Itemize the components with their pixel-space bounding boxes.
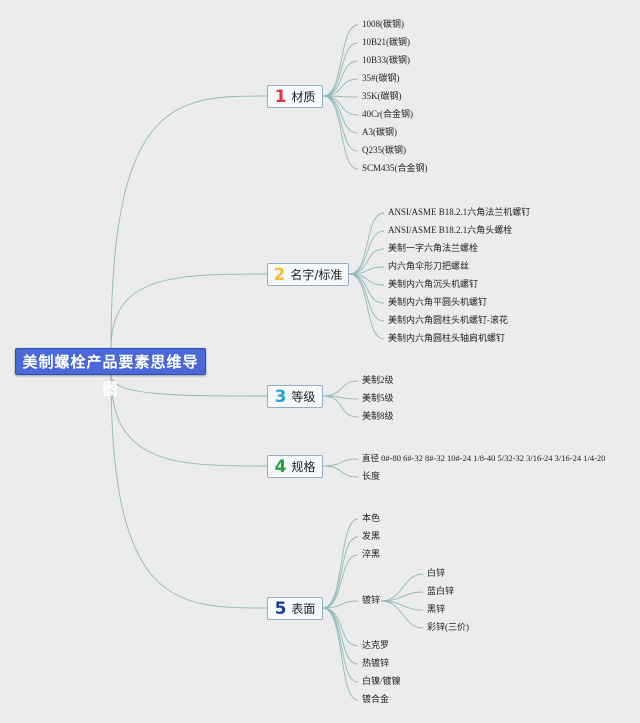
- leaf-material[interactable]: 35K(碳钢): [362, 91, 402, 101]
- branch-material[interactable]: 1 材质: [267, 85, 323, 108]
- leaf-material[interactable]: 35#(碳钢): [362, 73, 400, 83]
- leaf-name-standard[interactable]: 内六角伞形刀把螺丝: [388, 261, 470, 271]
- branch-to-leaf-link: [322, 536, 359, 609]
- leaf-material[interactable]: SCM435(合金钢): [362, 163, 428, 173]
- leaf-grade[interactable]: 美制5级: [362, 393, 394, 403]
- leaf-surface[interactable]: 镀合金: [362, 694, 390, 704]
- branch-grade[interactable]: 3 等级: [267, 385, 323, 408]
- leaf-zinc-type[interactable]: 白锌: [427, 568, 446, 578]
- branch-to-leaf-link: [348, 273, 385, 340]
- leaf-surface[interactable]: 白镍/镀镍: [362, 676, 401, 686]
- branch-number: 1: [274, 86, 287, 107]
- leaf-name-standard[interactable]: 美制内六角平圆头机螺钉: [388, 297, 488, 307]
- root-to-branch-link: [110, 95, 268, 349]
- leaf-to-subleaf-link: [380, 600, 424, 611]
- branch-to-leaf-link: [322, 600, 359, 609]
- leaf-to-subleaf-link: [380, 591, 424, 602]
- branch-surface[interactable]: 5 表面: [267, 597, 323, 620]
- branch-number: 2: [273, 264, 286, 285]
- branch-number: 3: [274, 386, 287, 407]
- leaf-zinc-type[interactable]: 黑锌: [427, 604, 446, 614]
- leaf-zinc-type[interactable]: 彩锌(三价): [427, 622, 469, 632]
- branch-to-leaf-link: [348, 212, 385, 275]
- leaf-zinc-type[interactable]: 蓝白锌: [427, 586, 455, 596]
- leaf-name-standard[interactable]: 美制内六角沉头机螺钉: [388, 279, 479, 289]
- branch-to-leaf-link: [348, 273, 385, 322]
- branch-to-leaf-link: [322, 395, 359, 418]
- branch-to-leaf-link: [322, 95, 359, 170]
- leaf-surface-galvanized[interactable]: 镀锌: [362, 595, 381, 605]
- branch-label: 等级: [291, 390, 316, 404]
- branch-number: 4: [274, 456, 287, 477]
- leaf-name-standard[interactable]: 美制内六角圆柱头轴肩机螺钉: [388, 333, 506, 343]
- branch-to-leaf-link: [322, 465, 359, 478]
- branch-label: 材质: [291, 90, 316, 104]
- leaf-material[interactable]: 1008(碳钢): [362, 19, 404, 29]
- branch-to-leaf-link: [322, 380, 359, 397]
- leaf-specification[interactable]: 直径 0#-80 6#-32 8#-32 10#-24 1/8-40 5/32-…: [362, 453, 606, 463]
- leaf-name-standard[interactable]: 美制内六角圆柱头机螺钉-滚花: [388, 315, 508, 325]
- branch-specification[interactable]: 4 规格: [267, 455, 323, 478]
- branch-to-leaf-link: [322, 607, 359, 701]
- leaf-material[interactable]: 10B33(碳钢): [362, 55, 410, 65]
- leaf-material[interactable]: Q235(碳钢): [362, 145, 406, 155]
- leaf-specification[interactable]: 长度: [362, 471, 381, 481]
- root-to-branch-link: [110, 374, 268, 397]
- branch-to-leaf-link: [322, 607, 359, 665]
- leaf-to-subleaf-link: [380, 600, 424, 629]
- leaf-name-standard[interactable]: ANSI/ASME B18.2.1六角头螺栓: [388, 225, 513, 235]
- branch-name-standard[interactable]: 2 名字/标准: [267, 263, 349, 286]
- branch-to-leaf-link: [322, 458, 359, 467]
- branch-label: 名字/标准: [290, 268, 343, 282]
- branch-label: 表面: [291, 602, 316, 616]
- leaf-surface[interactable]: 达克罗: [362, 640, 390, 650]
- leaf-grade[interactable]: 美制8级: [362, 411, 394, 421]
- leaf-surface[interactable]: 发黑: [362, 531, 381, 541]
- leaf-name-standard[interactable]: ANSI/ASME B18.2.1六角法兰机螺钉: [388, 207, 531, 217]
- leaf-grade[interactable]: 美制2级: [362, 375, 394, 385]
- leaf-material[interactable]: 40Cr(合金钢): [362, 109, 413, 119]
- root-to-branch-link: [110, 374, 268, 609]
- branch-number: 5: [274, 598, 287, 619]
- leaf-surface[interactable]: 淬黑: [362, 549, 381, 559]
- branch-to-leaf-link: [322, 554, 359, 609]
- root-to-branch-link: [110, 374, 268, 467]
- root-topic[interactable]: 美制螺栓产品要素思维导图: [15, 348, 206, 398]
- branch-to-leaf-link: [348, 248, 385, 275]
- leaf-material[interactable]: A3(碳钢): [362, 127, 397, 137]
- leaf-surface[interactable]: 热镀锌: [362, 658, 390, 668]
- branch-to-leaf-link: [322, 60, 359, 97]
- branch-to-leaf-link: [348, 230, 385, 275]
- branch-to-leaf-link: [322, 24, 359, 97]
- leaf-material[interactable]: 10B21(碳钢): [362, 37, 410, 47]
- root-to-branch-link: [110, 273, 268, 349]
- branch-to-leaf-link: [322, 518, 359, 609]
- leaf-to-subleaf-link: [380, 573, 424, 602]
- leaf-name-standard[interactable]: 美制一字六角法兰螺栓: [388, 243, 479, 253]
- branch-to-leaf-link: [322, 78, 359, 97]
- branch-to-leaf-link: [348, 273, 385, 304]
- leaf-surface[interactable]: 本色: [362, 513, 381, 523]
- branch-label: 规格: [291, 460, 316, 474]
